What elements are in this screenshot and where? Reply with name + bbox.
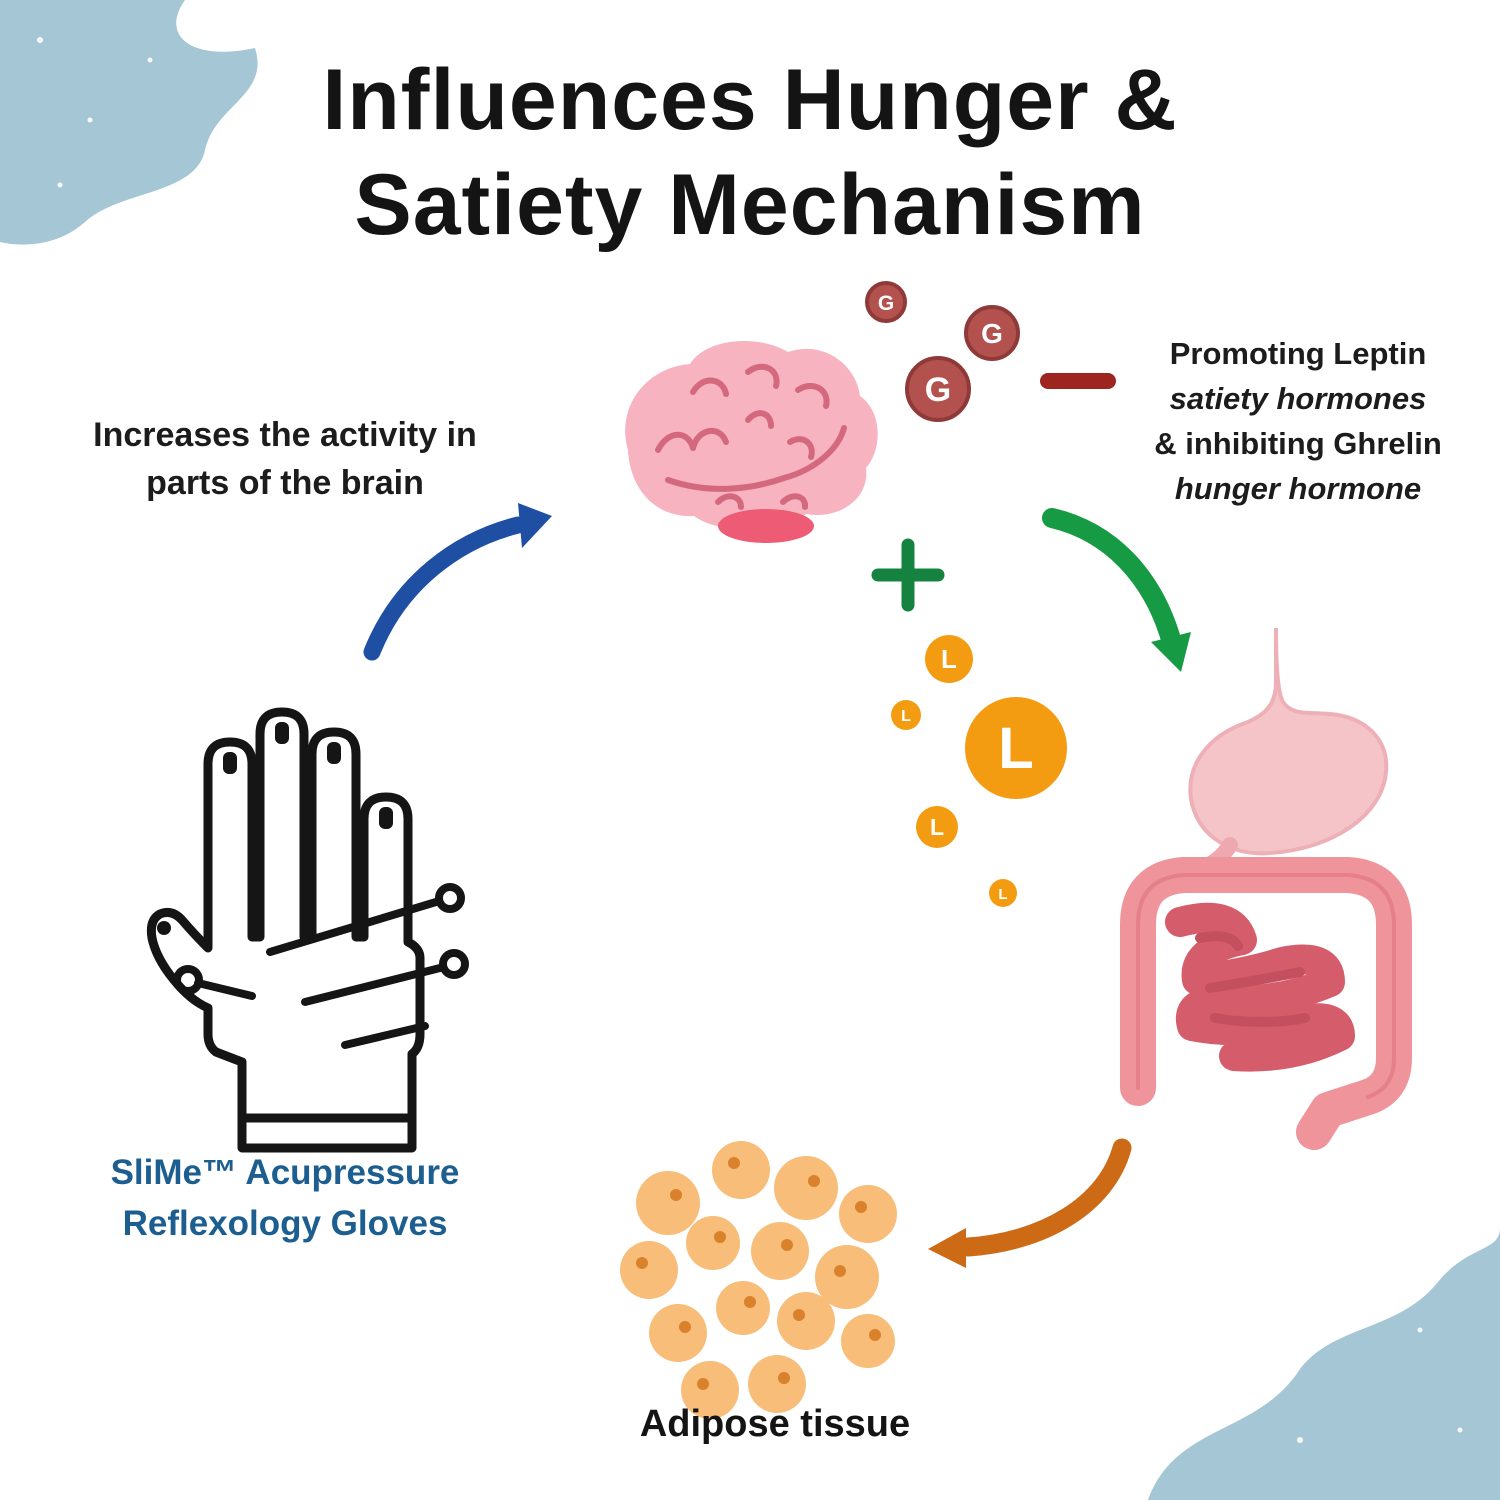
glove-caption: SliMe™ Acupressure Reflexology Gloves (60, 1148, 510, 1250)
ghrelin-letter: G (981, 318, 1003, 349)
adipose-cell (774, 1156, 838, 1220)
adipose-cell (716, 1281, 770, 1335)
hormone-note-line-1: Promoting Leptin (1169, 336, 1427, 371)
plus-icon (871, 538, 945, 612)
brain-note-line-1: Increases the activity in (93, 416, 477, 454)
curved-arrow-blue-icon (363, 503, 552, 661)
hormone-note-line-4: hunger hormone (1174, 470, 1422, 506)
adipose-cell (636, 1171, 700, 1235)
brain-icon (625, 340, 878, 543)
ghrelin-letter: G (878, 292, 894, 315)
digestive-system-icon (1120, 627, 1412, 1150)
glove-caption-line-2: Reflexology Gloves (122, 1203, 448, 1243)
adipose-tissue-icon (620, 1141, 897, 1419)
corner-blob-bottom-right (1148, 1228, 1500, 1500)
glove-icon (146, 707, 469, 1153)
adipose-cell (649, 1304, 707, 1362)
adipose-cell (839, 1185, 897, 1243)
page-title: Influences Hunger & Satiety Mechanism (0, 48, 1500, 258)
curved-arrow-orange-icon (928, 1138, 1132, 1268)
adipose-cell (751, 1222, 809, 1280)
glove-caption-line-1: SliMe™ Acupressure (110, 1153, 460, 1192)
adipose-cell (681, 1361, 739, 1419)
leptin-circle (989, 879, 1017, 907)
title-line-2: Satiety Mechanism (354, 156, 1146, 253)
leptin-letter: L (998, 886, 1007, 903)
adipose-cell (841, 1314, 895, 1368)
adipose-cell (620, 1241, 678, 1299)
curved-arrow-green-icon (1042, 508, 1191, 672)
ghrelin-circle (964, 305, 1020, 361)
leptin-circle (925, 635, 973, 683)
hormone-note-line-2: satiety hormones (1169, 380, 1427, 416)
leptin-letter: L (998, 716, 1033, 781)
adipose-cell (686, 1216, 740, 1270)
acupressure-points (173, 883, 469, 1049)
minus-icon (1040, 373, 1116, 389)
corner-blob-top-left (0, 0, 258, 245)
adipose-cell (815, 1245, 879, 1309)
ghrelin-circle (905, 356, 971, 422)
ghrelin-circle (865, 281, 907, 323)
leptin-circle (965, 697, 1067, 799)
brain-note: Increases the activity in parts of the b… (40, 412, 530, 507)
adipose-cell (777, 1292, 835, 1350)
hormone-note-line-3: & inhibiting Ghrelin (1154, 425, 1442, 461)
ghrelin-circles: G G G (865, 281, 1116, 422)
brain-note-line-2: parts of the brain (146, 463, 424, 502)
adipose-cell (748, 1355, 806, 1413)
ghrelin-letter: G (925, 371, 951, 409)
leptin-circle (916, 806, 958, 848)
adipose-caption: Adipose tissue (639, 1403, 911, 1445)
adipose-cell (712, 1141, 770, 1199)
leptin-letter: L (930, 814, 944, 840)
leptin-circle (891, 700, 921, 730)
leptin-letter: L (901, 708, 911, 725)
title-line-1: Influences Hunger & (322, 52, 1178, 148)
hormone-note: Promoting Leptin satiety hormones & inhi… (1118, 332, 1478, 512)
leptin-letter: L (941, 644, 957, 674)
leptin-circles: L L L L L (891, 635, 1067, 907)
